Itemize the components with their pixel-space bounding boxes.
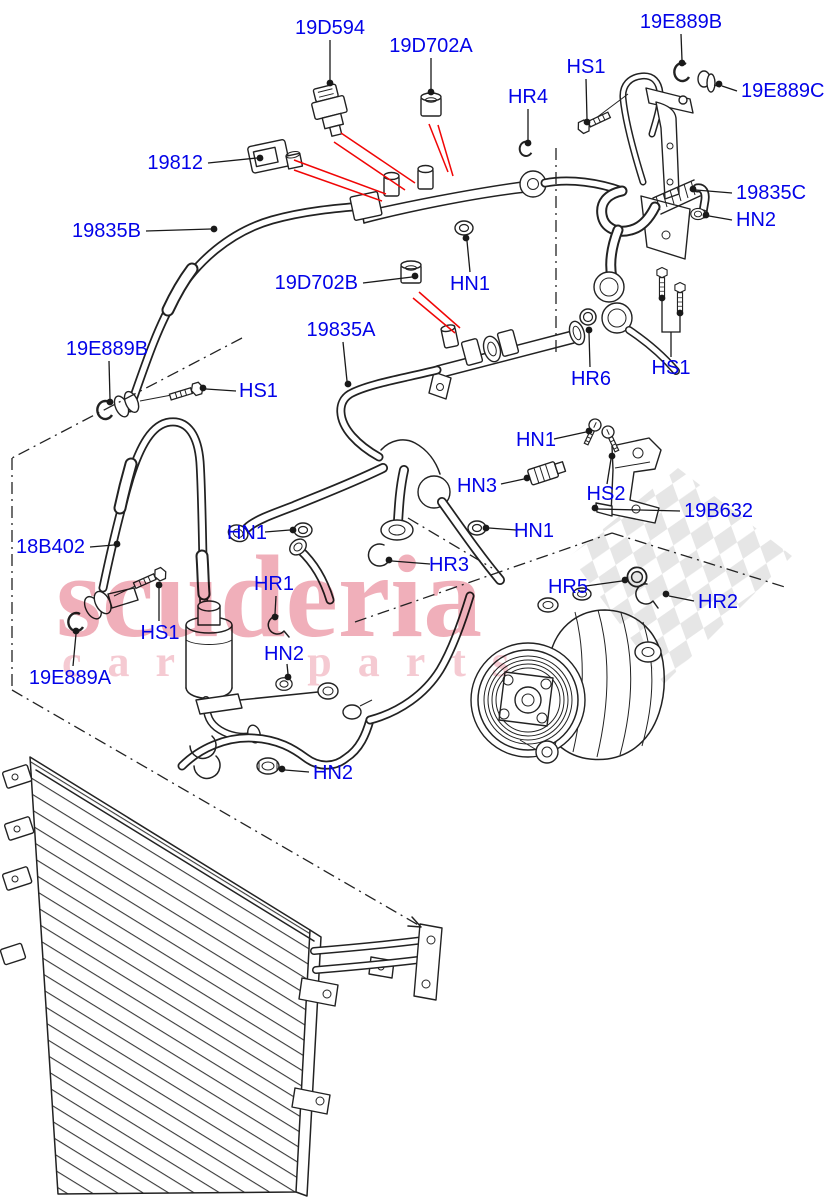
- part-label-HR2[interactable]: HR2: [662, 590, 738, 613]
- part-label-HN1[interactable]: HN1: [450, 234, 490, 295]
- part-label-19835B[interactable]: 19835B: [72, 220, 218, 242]
- compressor-art: [470, 587, 665, 764]
- part-number-text[interactable]: 19835B: [72, 220, 141, 242]
- red-pointer-lines: [293, 123, 461, 334]
- diagram-line-art: [0, 61, 721, 1197]
- part-label-HR6[interactable]: HR6: [571, 326, 611, 390]
- part-number-text[interactable]: 18B402: [16, 536, 85, 558]
- part-label-HS1[interactable]: HS1: [567, 56, 606, 126]
- part-label-19835C[interactable]: 19835C: [689, 182, 806, 204]
- part-number-text[interactable]: HR4: [508, 86, 548, 108]
- part-number-text[interactable]: HR5: [548, 576, 588, 598]
- part-number-text[interactable]: 19E889A: [29, 667, 112, 689]
- bolt-hs1-right-2: [674, 281, 686, 312]
- part-number-text[interactable]: HN2: [264, 643, 304, 665]
- valve-19d702b: [400, 260, 422, 284]
- part-label-19E889A[interactable]: 19E889A: [29, 627, 112, 689]
- part-number-text[interactable]: 19E889B: [640, 11, 722, 33]
- condenser-art: [0, 756, 443, 1197]
- part-number-text[interactable]: HN1: [514, 520, 554, 542]
- construction-dash-lines: [11, 148, 789, 927]
- part-number-text[interactable]: 19D702B: [275, 272, 358, 294]
- part-number-text[interactable]: HS1: [141, 622, 180, 644]
- bolt-hs1-right-1: [656, 266, 668, 297]
- part-label-19812[interactable]: 19812: [147, 152, 264, 174]
- part-number-text[interactable]: HS1: [567, 56, 606, 78]
- part-label-19D702B[interactable]: 19D702B: [275, 272, 419, 294]
- part-label-19E889B[interactable]: 19E889B: [640, 11, 722, 67]
- watermark-word: scuderia: [56, 531, 482, 662]
- nut-hn2-bottom: [256, 757, 280, 775]
- part-label-HN2[interactable]: HN2: [264, 643, 304, 681]
- bolt-hs1-left: [167, 380, 206, 404]
- part-label-HS2[interactable]: HS2: [587, 452, 626, 505]
- part-number-text[interactable]: HN1: [516, 429, 556, 451]
- part-number-text[interactable]: HR1: [254, 573, 294, 595]
- part-label-HR5[interactable]: HR5: [548, 576, 629, 598]
- part-label-19E889C[interactable]: 19E889C: [715, 80, 825, 102]
- part-number-text[interactable]: HR2: [698, 591, 738, 613]
- bracket-and-hose-19835c: [591, 72, 710, 375]
- part-number-text[interactable]: HR3: [429, 554, 469, 576]
- sensor-19812: [247, 139, 304, 174]
- part-number-text[interactable]: 19E889C: [741, 80, 824, 102]
- part-label-19D702A[interactable]: 19D702A: [389, 35, 473, 96]
- part-number-text[interactable]: 19D594: [295, 17, 365, 39]
- part-number-text[interactable]: 19B632: [684, 500, 753, 522]
- scuderia-watermark: scuderia car parts: [56, 531, 509, 686]
- nut-hn1-top: [454, 220, 474, 236]
- part-label-HN3[interactable]: HN3: [457, 474, 531, 497]
- part-label-HN1[interactable]: HN1: [516, 427, 593, 451]
- part-label-19E889B[interactable]: 19E889B: [66, 338, 148, 406]
- part-number-text[interactable]: HN3: [457, 475, 497, 497]
- clip-hr3: [367, 543, 389, 567]
- part-number-text[interactable]: 19835C: [736, 182, 806, 204]
- bolt-hs1-top: [575, 108, 613, 136]
- hose-18b402-assembly: [67, 417, 475, 780]
- part-number-text[interactable]: 19812: [147, 152, 203, 174]
- part-number-text[interactable]: HS1: [652, 357, 691, 379]
- part-number-text[interactable]: HN2: [313, 762, 353, 784]
- part-label-HS1[interactable]: HS1: [141, 581, 180, 644]
- part-number-text[interactable]: HN1: [227, 522, 267, 544]
- pipe-19835a: [227, 320, 586, 605]
- part-label-HS1[interactable]: HS1: [652, 294, 691, 379]
- part-number-text[interactable]: HR6: [571, 368, 611, 390]
- part-label-HR1[interactable]: HR1: [254, 573, 294, 621]
- part-label-19D594[interactable]: 19D594: [295, 17, 365, 87]
- part-number-text[interactable]: HS1: [239, 380, 278, 402]
- part-label-HS1[interactable]: HS1: [199, 380, 278, 402]
- part-label-HN2[interactable]: HN2: [278, 762, 353, 784]
- part-number-text[interactable]: 19E889B: [66, 338, 148, 360]
- clip-hr2: [635, 583, 659, 609]
- part-label-HN1[interactable]: HN1: [482, 520, 554, 542]
- oring-hr6: [579, 308, 597, 326]
- part-number-text[interactable]: 19D702A: [389, 35, 473, 57]
- part-number-text[interactable]: HS2: [587, 483, 626, 505]
- part-label-18B402[interactable]: 18B402: [16, 536, 121, 558]
- part-label-HN2[interactable]: HN2: [702, 209, 776, 231]
- part-label-HN1[interactable]: HN1: [227, 522, 297, 544]
- valve-19d702a: [420, 92, 442, 117]
- part-label-19835A[interactable]: 19835A: [307, 319, 377, 388]
- sensor-19d594: [311, 83, 348, 137]
- part-number-text[interactable]: HN1: [450, 273, 490, 295]
- part-label-HR4[interactable]: HR4: [508, 86, 548, 147]
- part-label-19B632[interactable]: 19B632: [591, 500, 753, 522]
- part-label-HR3[interactable]: HR3: [385, 554, 469, 576]
- manifold-pipe: [349, 164, 627, 224]
- part-number-text[interactable]: 19835A: [307, 319, 377, 341]
- part-number-text[interactable]: HN2: [736, 209, 776, 231]
